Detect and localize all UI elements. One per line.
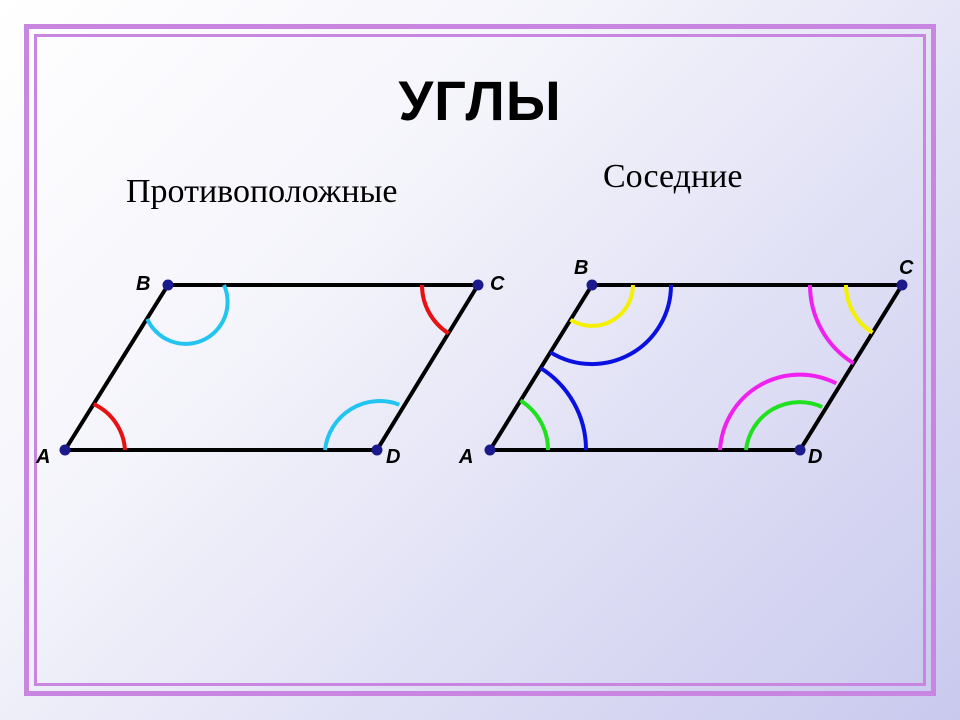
right-angle-d-inner-arc xyxy=(744,400,824,451)
left-parallelogram-outline xyxy=(63,283,480,452)
right-vertex-a-label: A xyxy=(458,446,473,468)
right-parallelogram-outline xyxy=(488,283,904,452)
inner-frame xyxy=(34,34,926,686)
right-vertex-d-point xyxy=(794,444,806,456)
left-vertex-b-point xyxy=(162,279,174,291)
right-vertex-b-point xyxy=(586,279,598,291)
right-angle-a-outer-arc xyxy=(539,366,589,451)
left-vertex-c-label: C xyxy=(490,273,505,295)
right-parallelogram: A B C D xyxy=(458,257,914,468)
right-angle-c-outer-arc xyxy=(807,284,855,366)
left-angle-c-arc xyxy=(419,284,450,336)
right-vertex-d-label: D xyxy=(808,446,822,468)
left-angle-b-arc xyxy=(145,284,230,346)
right-angle-d-outer-arc xyxy=(718,372,838,451)
left-angle-d-arc xyxy=(323,399,401,451)
right-angle-a-inner-arc xyxy=(519,398,551,451)
right-angle-b-outer-arc xyxy=(549,284,673,367)
right-vertex-a-point xyxy=(484,444,496,456)
opposite-angles-label: Противоположные xyxy=(126,173,398,210)
right-vertex-b-label: B xyxy=(574,257,588,279)
left-parallelogram: A B C D xyxy=(35,273,505,468)
left-vertex-a-label: A xyxy=(35,446,50,468)
left-vertex-a-point xyxy=(59,444,71,456)
left-vertex-d-label: D xyxy=(386,446,400,468)
page-title: УГЛЫ xyxy=(398,69,562,132)
adjacent-angles-label: Соседние xyxy=(603,158,743,195)
left-angle-a-arc xyxy=(92,402,127,451)
right-angle-b-inner-arc xyxy=(569,284,635,328)
right-vertex-c-point xyxy=(896,279,908,291)
left-vertex-d-point xyxy=(371,444,383,456)
left-vertex-c-point xyxy=(472,279,484,291)
right-angle-c-inner-arc xyxy=(844,284,874,335)
outer-frame xyxy=(24,24,936,696)
right-vertex-c-label: C xyxy=(899,257,914,279)
left-vertex-b-label: B xyxy=(136,273,150,295)
